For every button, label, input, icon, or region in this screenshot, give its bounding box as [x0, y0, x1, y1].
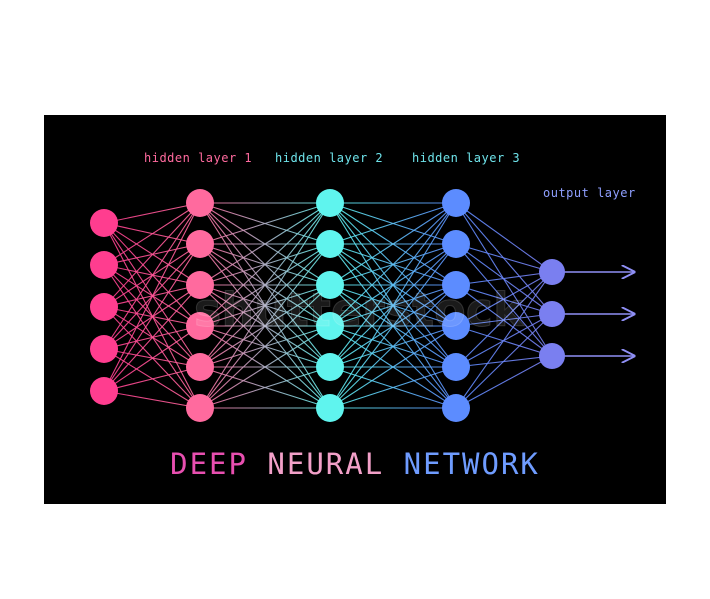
neurons	[90, 189, 565, 422]
hidden-layer-2-label: hidden layer 2	[275, 151, 384, 165]
connection-line	[455, 271, 553, 327]
connection-line	[199, 325, 331, 409]
connection-line	[455, 243, 553, 273]
connection-line	[199, 202, 331, 286]
connection-line	[329, 366, 457, 409]
connection-line	[103, 202, 201, 224]
input-neuron	[90, 377, 118, 405]
connection-line	[455, 271, 553, 368]
connection-line	[329, 202, 457, 368]
output-neuron	[539, 343, 565, 369]
input-neuron	[90, 293, 118, 321]
input-neuron	[90, 251, 118, 279]
connection-line	[103, 243, 201, 392]
title-word-neural: NEURAL	[267, 447, 385, 481]
hidden2-neuron	[316, 271, 344, 299]
hidden3-neuron	[442, 353, 470, 381]
connection-line	[199, 243, 331, 409]
output-arrows	[564, 272, 634, 356]
connection-line	[455, 202, 553, 273]
connection-line	[199, 366, 331, 409]
title-word-network: NETWORK	[403, 447, 540, 481]
diagram-title: DEEP NEURAL NETWORK	[44, 447, 666, 481]
connection-line	[455, 355, 553, 409]
connection-line	[103, 284, 201, 392]
hidden-layer-3-label: hidden layer 3	[412, 151, 521, 165]
connection-line	[199, 284, 331, 409]
hidden3-neuron	[442, 189, 470, 217]
hidden1-neuron	[186, 353, 214, 381]
diagram-panel: shutterstock hidden layer 1 hidden layer…	[44, 115, 666, 504]
output-layer-label: output layer	[543, 186, 636, 200]
hidden3-neuron	[442, 312, 470, 340]
hidden3-neuron	[442, 271, 470, 299]
connection-line	[199, 202, 331, 368]
hidden1-neuron	[186, 394, 214, 422]
connection-line	[329, 202, 457, 409]
hidden3-neuron	[442, 230, 470, 258]
connection-line	[103, 202, 201, 308]
connection-line	[455, 313, 553, 409]
output-neuron	[539, 259, 565, 285]
connection-line	[103, 390, 201, 409]
hidden-layer-1-label: hidden layer 1	[144, 151, 253, 165]
connection-line	[329, 284, 457, 409]
hidden2-neuron	[316, 394, 344, 422]
connection-line	[103, 325, 201, 392]
hidden1-neuron	[186, 312, 214, 340]
hidden2-neuron	[316, 353, 344, 381]
connection-line	[455, 271, 553, 286]
connection-line	[103, 202, 201, 392]
hidden1-neuron	[186, 189, 214, 217]
connection-line	[103, 366, 201, 392]
hidden1-neuron	[186, 230, 214, 258]
connection-line	[103, 202, 201, 350]
connection-line	[329, 243, 457, 409]
hidden1-neuron	[186, 271, 214, 299]
connection-line	[199, 202, 331, 245]
title-word-deep: DEEP	[170, 447, 248, 481]
hidden3-neuron	[442, 394, 470, 422]
connection-line	[329, 202, 457, 286]
connection-line	[103, 202, 201, 266]
connection-line	[199, 202, 331, 327]
connection-line	[329, 202, 457, 245]
connection-line	[329, 202, 457, 327]
output-neuron	[539, 301, 565, 327]
hidden2-neuron	[316, 312, 344, 340]
input-neuron	[90, 335, 118, 363]
hidden2-neuron	[316, 189, 344, 217]
connection-line	[199, 202, 331, 409]
hidden2-neuron	[316, 230, 344, 258]
connection-line	[329, 325, 457, 409]
connection-line	[455, 271, 553, 409]
input-neuron	[90, 209, 118, 237]
connections	[103, 202, 553, 409]
neural-network-diagram	[90, 189, 666, 422]
